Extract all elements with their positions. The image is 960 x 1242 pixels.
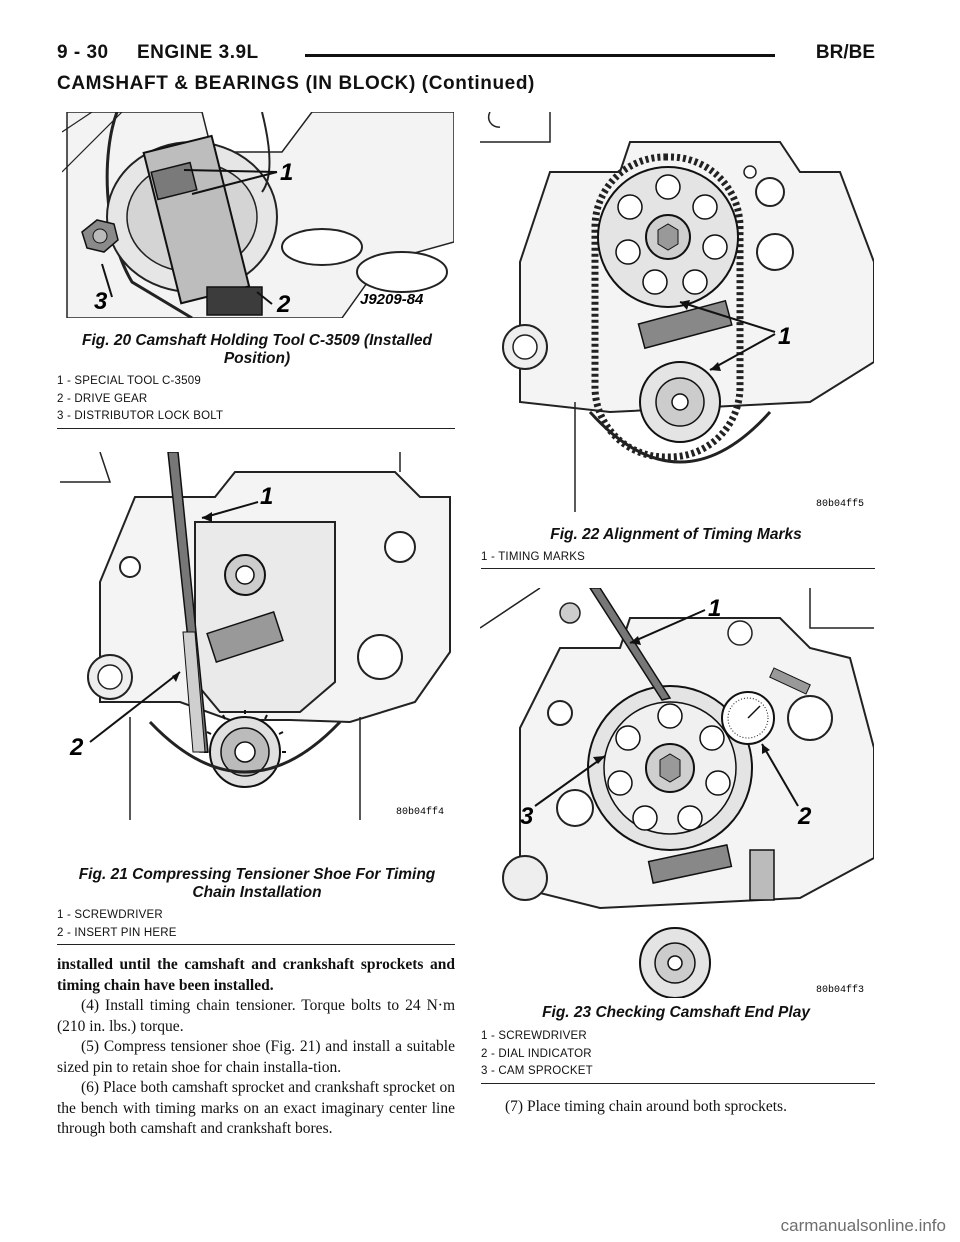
legend-item: 3 - CAM SPROCKET	[481, 1065, 593, 1077]
figure-20-caption: Fig. 20 Camshaft Holding Tool C-3509 (In…	[57, 332, 457, 368]
callout-1: 1	[280, 159, 293, 186]
figure-23-legend: 1 - SCREWDRIVER 2 - DIAL INDICATOR 3 - C…	[481, 1028, 593, 1081]
figure-21-legend: 1 - SCREWDRIVER 2 - INSERT PIN HERE	[57, 907, 177, 942]
callout-1: 1	[778, 323, 791, 350]
caption-line: Fig. 21 Compressing Tensioner Shoe For T…	[78, 866, 436, 883]
model-code: BR/BE	[815, 42, 875, 63]
figure-code: 80b04ff4	[396, 806, 444, 818]
figure-21-rule	[57, 944, 455, 945]
right-body-text: (7) Place timing chain around both sproc…	[481, 1097, 875, 1118]
caption-line: Position)	[223, 350, 291, 367]
legend-item: 1 - SPECIAL TOOL C-3509	[57, 375, 201, 387]
figure-22-rule	[481, 568, 875, 569]
header-rule	[305, 54, 775, 57]
legend-item: 3 - DISTRIBUTOR LOCK BOLT	[57, 410, 224, 422]
step-7: (7) Place timing chain around both sproc…	[505, 1098, 787, 1115]
figure-code: 80b04ff5	[816, 498, 864, 510]
figure-23-caption: Fig. 23 Checking Camshaft End Play	[476, 1004, 876, 1022]
figure-21-caption: Fig. 21 Compressing Tensioner Shoe For T…	[57, 866, 457, 902]
figure-20-illustration: 1 3 2 J9209-84	[62, 112, 454, 318]
legend-item: 2 - DRIVE GEAR	[57, 392, 148, 405]
body-bold-intro: installed until the camshaft and cranksh…	[57, 956, 455, 994]
section-name: ENGINE 3.9L	[137, 42, 259, 63]
figure-21-illustration: 1 2 80b04ff4	[60, 452, 456, 820]
legend-item: 1 - SCREWDRIVER	[481, 1030, 587, 1042]
step-5: (5) Compress tensioner shoe (Fig. 21) an…	[57, 1038, 455, 1076]
figure-23-illustration: 1 2 3 80b04ff3	[480, 588, 874, 998]
figure-20-rule	[57, 428, 455, 429]
callout-2: 2	[69, 734, 84, 761]
callout-1: 1	[260, 483, 273, 510]
figure-20-legend: 1 - SPECIAL TOOL C-3509 2 - DRIVE GEAR 3…	[57, 373, 223, 426]
page-header: 9 - 30 ENGINE 3.9L BR/BE	[57, 42, 875, 72]
figure-22-illustration: 1 80b04ff5	[480, 112, 874, 512]
callout-2: 2	[276, 291, 291, 318]
figure-23-rule	[481, 1083, 875, 1084]
figure-code: 80b04ff3	[816, 984, 864, 996]
callout-3: 3	[520, 803, 534, 830]
caption-line: Fig. 20 Camshaft Holding Tool C-3509 (In…	[82, 332, 432, 349]
step-4: (4) Install timing chain tensioner. Torq…	[57, 997, 455, 1035]
legend-item: 2 - DIAL INDICATOR	[481, 1047, 592, 1060]
legend-item: 2 - INSERT PIN HERE	[57, 926, 177, 939]
caption-line: Fig. 22 Alignment of Timing Marks	[550, 526, 802, 543]
left-body-text: installed until the camshaft and cranksh…	[57, 955, 455, 1140]
legend-item: 1 - TIMING MARKS	[481, 551, 585, 563]
caption-line: Chain Installation	[192, 884, 322, 901]
watermark-link[interactable]: carmanualsonline.info	[780, 1216, 946, 1235]
section-title: CAMSHAFT & BEARINGS (IN BLOCK) (Continue…	[57, 73, 535, 94]
figure-22-caption: Fig. 22 Alignment of Timing Marks	[476, 526, 876, 544]
callout-1: 1	[708, 595, 721, 622]
step-6: (6) Place both camshaft sprocket and cra…	[57, 1079, 455, 1137]
figure-code: J9209-84	[360, 291, 424, 308]
callout-2: 2	[797, 803, 812, 830]
page-number: 9 - 30	[57, 42, 109, 63]
callout-3: 3	[94, 288, 108, 315]
figure-22-legend: 1 - TIMING MARKS	[481, 549, 585, 567]
legend-item: 1 - SCREWDRIVER	[57, 909, 163, 921]
caption-line: Fig. 23 Checking Camshaft End Play	[542, 1004, 810, 1021]
